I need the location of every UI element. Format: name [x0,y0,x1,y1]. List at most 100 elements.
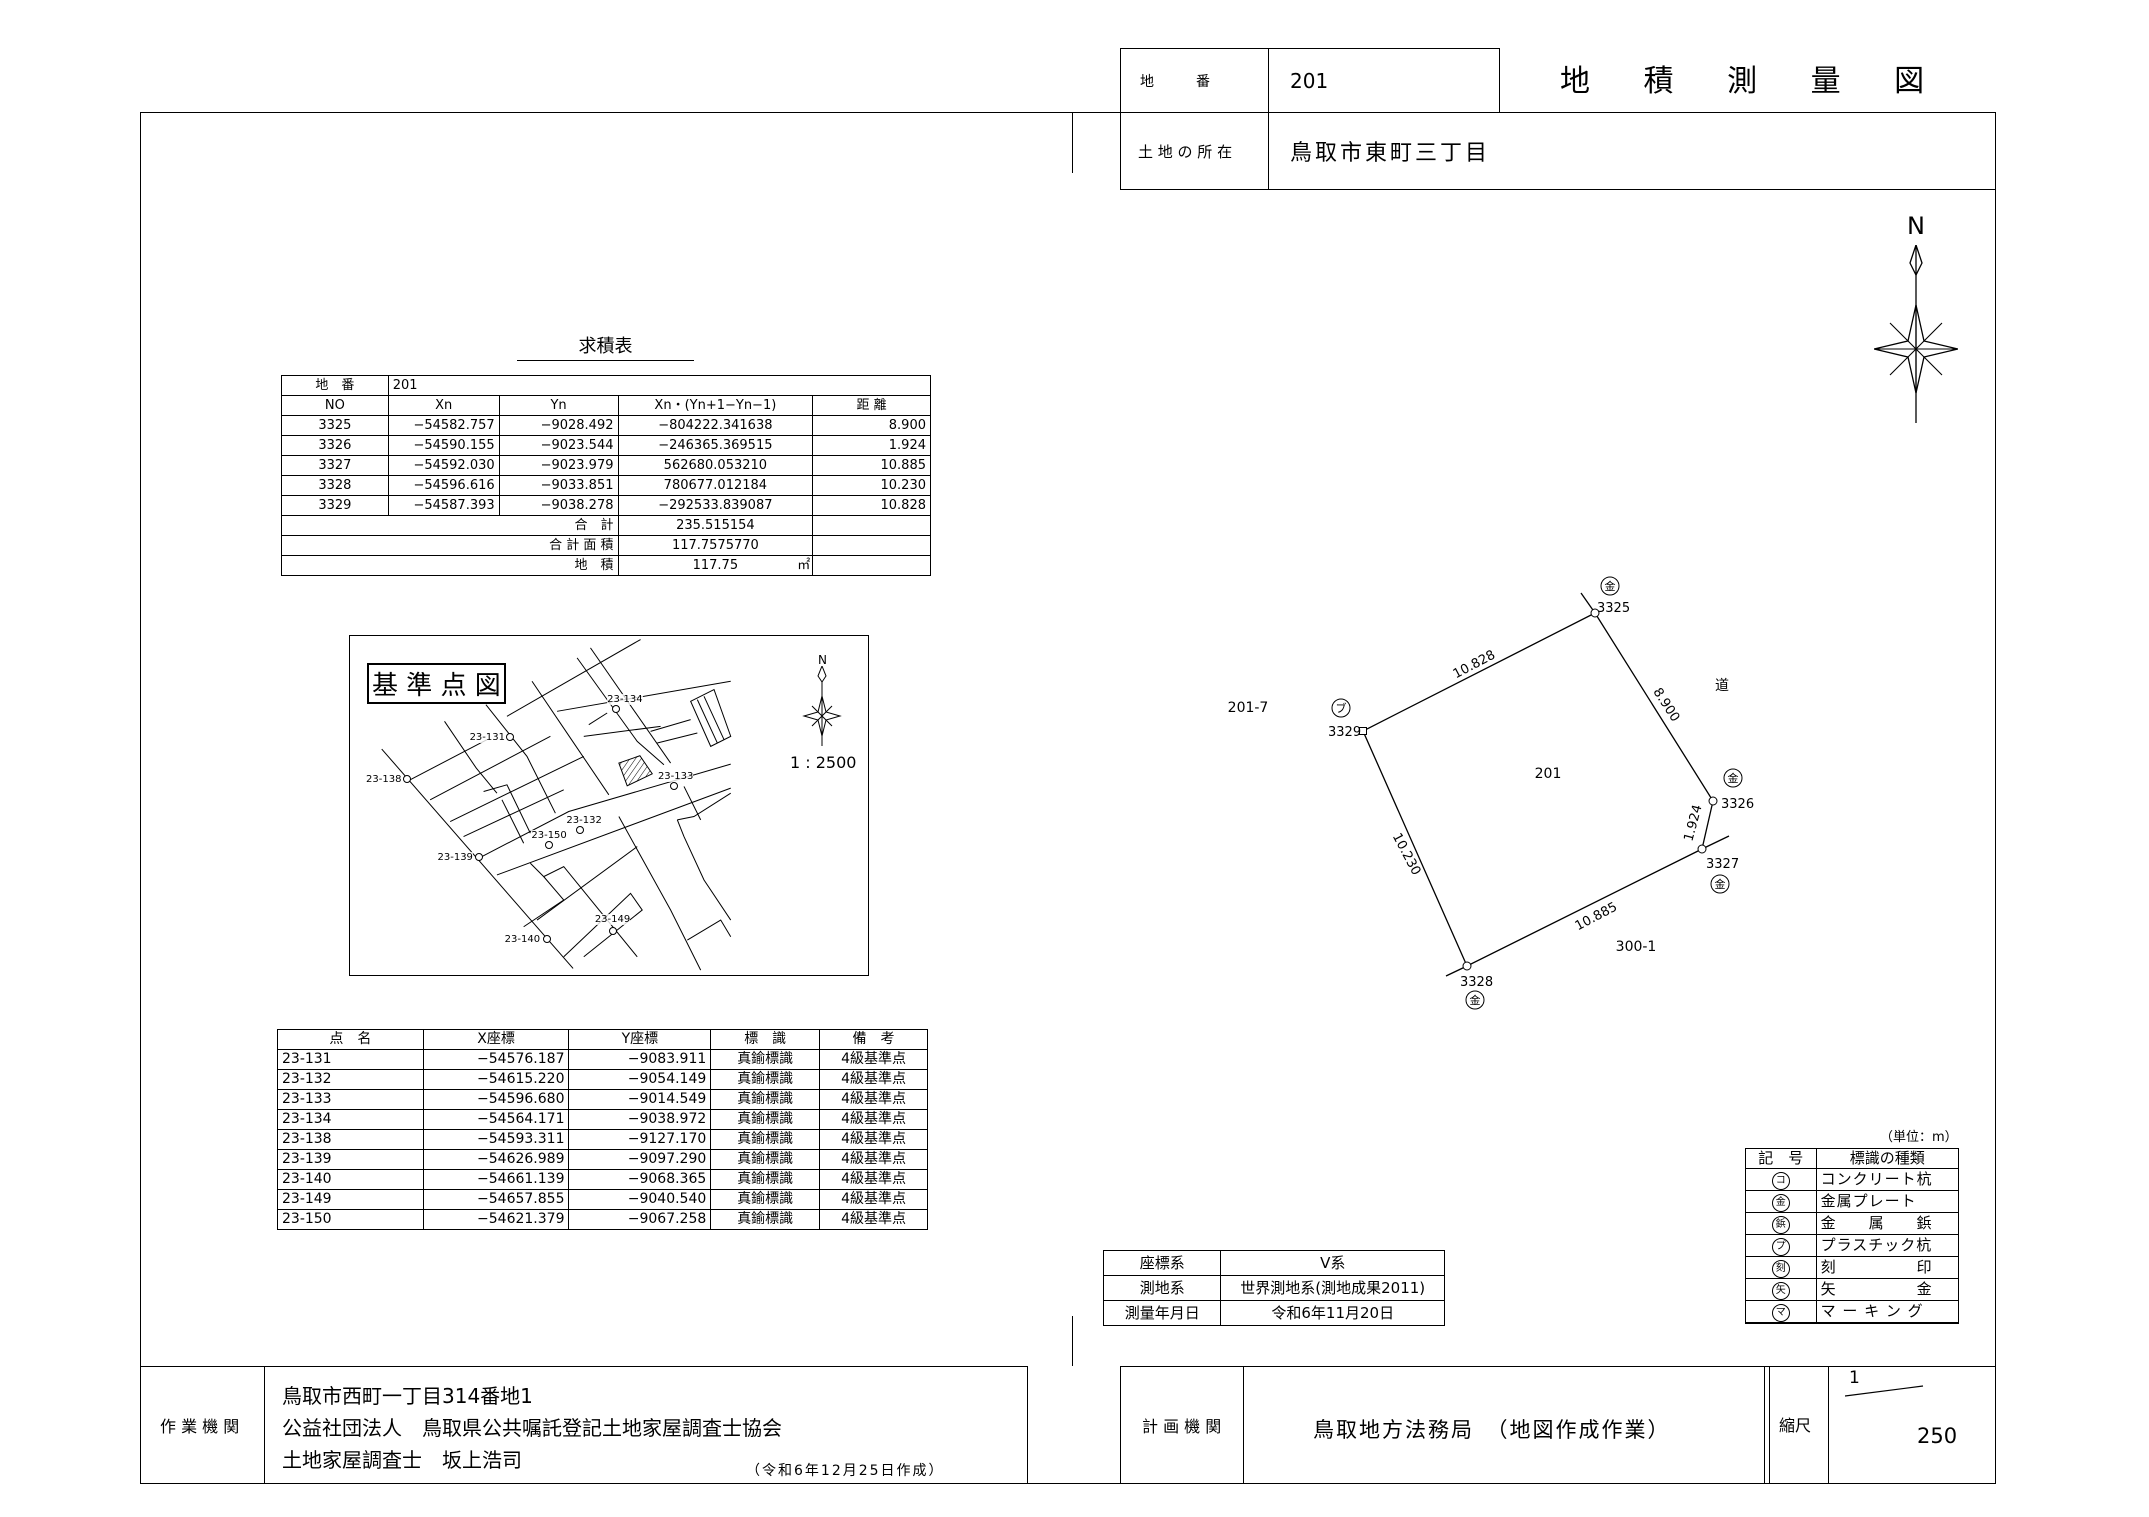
page-title: 地 積 測 量 図 [1560,63,1947,99]
control-point-marker-icon [403,774,412,783]
control-point-marker-icon [612,705,621,714]
marker-symbol-icon: 鋲 [1771,1216,1790,1234]
compass-rose-icon [1874,245,1958,423]
coord-info-row: 測地系世界測地系(測地成果2011) [1102,1275,1445,1301]
control-point-cell: 23-131 [277,1049,424,1070]
control-point-cell: 4級基準点 [819,1209,928,1230]
control-point-marker-icon [545,841,554,850]
plan-org-value: 鳥取地方法務局 （地図作成作業） [1313,1418,1671,1442]
lot-number-label: 地 番 [1140,73,1210,90]
area-cell: −54587.393 [387,495,500,516]
control-point-cell: −54626.989 [422,1149,570,1170]
control-point-marker-icon [669,782,678,791]
boundary-point-icon [1359,727,1367,735]
work-org-surveyor: 土地家屋調査士 坂上浩司 [282,1448,522,1472]
divider [1828,1366,1829,1484]
control-point-cell: −9068.365 [568,1169,712,1190]
boundary-point-icon [1697,844,1707,854]
control-point-cell: −54596.680 [422,1089,570,1110]
scale-label: 縮尺 [1779,1416,1812,1435]
control-point-cell: 真鍮標識 [710,1189,821,1210]
lot-number-value: 201 [1290,68,1329,93]
parcel-number-label: 201 [1535,766,1562,782]
control-point-label: 23-131 [469,731,505,743]
control-point-cell: −9097.290 [568,1149,712,1170]
reference-map-title: 基 準 点 図 [367,663,506,704]
marker-type-symbol: 金 [1605,579,1616,593]
total-area-label: 合 計 面 積 [281,535,619,556]
boundary-point-number: 3329 [1328,725,1361,740]
control-point-label: 23-134 [607,694,643,706]
coord-info-value: Ⅴ系 [1220,1250,1445,1276]
work-org-box [140,1366,1028,1484]
total-area-value: 117.7575770 [617,535,814,556]
marker-symbol-icon: プ [1771,1238,1790,1256]
land-area-value: 117.75 [692,558,739,573]
legend-row: 刻刻 印 [1745,1256,1960,1279]
subject-parcel-hatch [618,755,653,787]
boundary-point-icon [1590,608,1600,618]
location-label: 土 地 の 所 在 [1138,142,1233,161]
marker-type-icon [1710,874,1730,894]
area-cell: −9028.492 [498,415,619,436]
control-point-cell: 真鍮標識 [710,1129,821,1150]
divider [264,1366,265,1484]
marker-type-icon [1600,576,1620,596]
marker-type-symbol: 金 [1470,993,1481,1007]
coord-info-value: 世界測地系(測地成果2011) [1220,1275,1445,1301]
control-point-label: 23-140 [504,933,541,945]
marker-type: コンクリート杭 [1815,1168,1960,1191]
area-cell: −292533.839087 [617,495,814,516]
edge-distance-label: 1.924 [1682,803,1706,843]
marker-type: 金属プレート [1815,1190,1960,1213]
plan-org-box [1120,1366,1996,1484]
control-point-cell: 4級基準点 [819,1089,928,1110]
legend-row: ププラスチック杭 [1745,1234,1960,1257]
control-point-cell: 4級基準点 [819,1049,928,1070]
control-point-cell: 4級基準点 [819,1129,928,1150]
control-point-cell: 4級基準点 [819,1169,928,1190]
legend-col-symbol: 記 号 [1745,1148,1817,1169]
lot-number-box [1120,48,1500,113]
coord-info-label: 測地系 [1102,1275,1222,1301]
edge-distance-label: 10.828 [1451,648,1498,683]
divider [1764,1366,1765,1484]
boundary-point-number: 3326 [1721,797,1754,812]
area-cell: 10.828 [812,495,931,516]
marker-symbol-icon: コ [1771,1172,1790,1190]
marker-legend-table: 記 号 標識の種類 ココンクリート杭金金属プレート鋲金 属 鋲ププラスチック杭刻… [1745,1148,1960,1324]
area-table-lot-row: 地 番 201 [281,375,932,396]
control-point-cell: −9067.258 [568,1209,712,1230]
marker-symbol-icon: 矢 [1771,1282,1790,1300]
control-point-label: 23-138 [366,773,402,785]
control-point-cell: 23-140 [277,1169,424,1190]
coord-info-label: 測量年月日 [1102,1300,1222,1326]
created-date: （令和6年12月25日作成） [746,1463,945,1479]
control-point-cell: −54615.220 [422,1069,570,1090]
divider [1769,1366,1770,1484]
marker-type: 矢 金 [1815,1278,1960,1301]
area-cell: −246365.369515 [617,435,814,456]
edge-distance-label: 8.900 [1650,685,1683,724]
marker-type: 刻 印 [1815,1256,1960,1279]
control-point-cell: −9014.549 [568,1089,712,1110]
control-point-cell: −9040.540 [568,1189,712,1210]
location-value: 鳥取市東町三丁目 [1290,141,1491,166]
legend-row: 金金属プレート [1745,1190,1960,1213]
boundary-point-icon [1462,961,1472,971]
control-point-cell: −54593.311 [422,1129,570,1150]
control-point-cell: 23-132 [277,1069,424,1090]
